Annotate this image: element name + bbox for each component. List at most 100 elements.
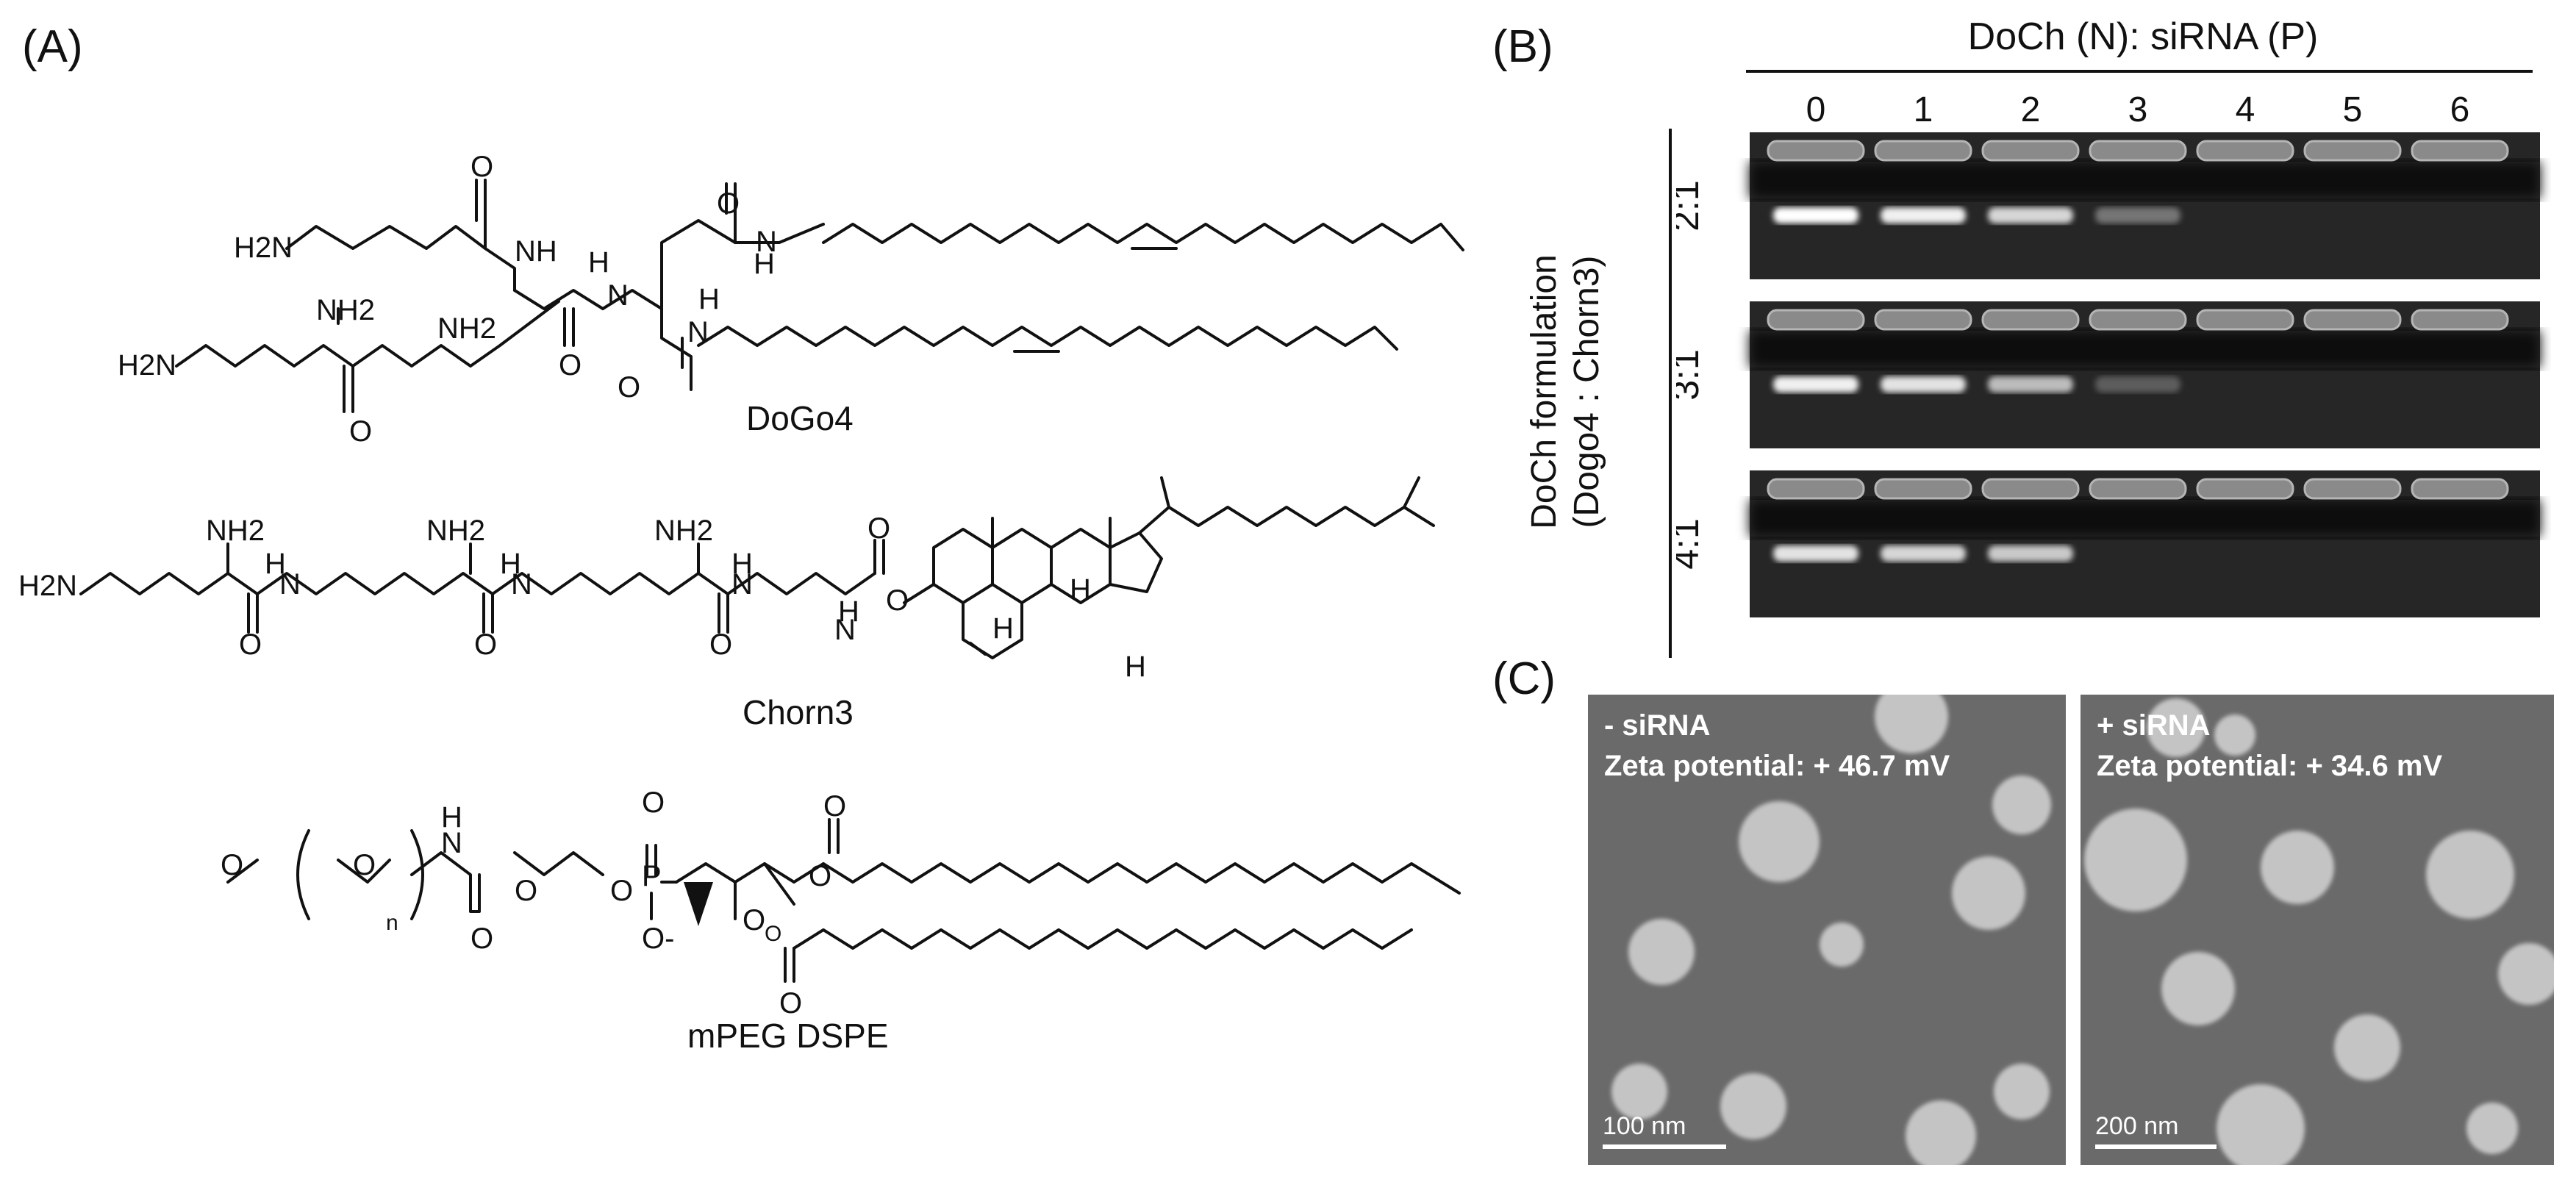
tem-particle	[2426, 831, 2514, 919]
tem-minus-zeta: Zeta potential: + 46.7 mV	[1604, 750, 1950, 782]
dogo4-label-14: O	[349, 415, 372, 448]
gel-ratio-label-6: 6	[2450, 90, 2470, 129]
dogo4-backbone-1	[285, 219, 487, 250]
chorn3-label-15: O	[867, 512, 890, 545]
gel-well	[2196, 478, 2294, 500]
chorn3-label-18: H	[992, 612, 1014, 645]
dogo4-label-10: H	[754, 248, 775, 280]
dogo4-label-6: N	[607, 279, 629, 312]
gel-row-label: 4:1	[1676, 518, 1706, 570]
mpeg-label-13: O	[743, 904, 765, 936]
gel-well	[1981, 140, 2080, 162]
tem-particle	[2147, 698, 2205, 757]
gel-well	[2303, 140, 2402, 162]
gel-row: 2:1	[1676, 132, 2540, 279]
gel-well	[1981, 478, 2080, 500]
dogo4-label-4: NH	[515, 235, 557, 268]
gel-dark-zone	[1750, 162, 2540, 198]
chorn3-label-0: H2N	[18, 570, 77, 602]
tem-minus-scale-bar	[1603, 1144, 1726, 1149]
dogo4-label-2: H2N	[118, 349, 176, 381]
tem-particle	[2261, 831, 2334, 904]
chorn3-label-17: H	[1070, 573, 1091, 606]
gel-well	[1767, 309, 1865, 331]
dogo4-label-13: O	[717, 187, 740, 220]
mpeg-name: mPEG DSPE	[687, 1017, 889, 1055]
chorn3-label-8: H	[731, 548, 753, 580]
gel-well	[2411, 140, 2509, 162]
dogo4-label-3: NH2	[316, 294, 375, 326]
gel-dark-zone	[1750, 331, 2540, 368]
mpeg-label-1: O	[353, 849, 376, 881]
chorn3-label-7: N	[511, 568, 532, 601]
gel-row: 4:1	[1676, 470, 2540, 617]
dogo4-label-11: O	[471, 151, 493, 183]
chorn3-label-13: O	[474, 628, 497, 661]
dogo4-label-1: NH2	[437, 312, 496, 345]
mpeg-label-8: O	[642, 787, 665, 819]
chorn3-label-3: NH2	[654, 515, 713, 547]
gel-well	[2089, 478, 2187, 500]
tem-plus-scale-bar	[2095, 1144, 2217, 1149]
gel-well	[2089, 140, 2187, 162]
gel-ratio-label-2: 2	[2021, 90, 2041, 129]
gel-sirna-band	[1881, 207, 1966, 223]
gel-ratio-label-5: 5	[2343, 90, 2363, 129]
gel-well	[2196, 309, 2294, 331]
panel-b-label: (B)	[1492, 21, 1553, 72]
chorn3-label-2: NH2	[426, 515, 485, 547]
gel-well	[1767, 478, 1865, 500]
tem-minus-title: - siRNA	[1604, 709, 1711, 742]
chorn3-label-12: O	[239, 628, 262, 661]
gel-row-label: 2:1	[1676, 180, 1706, 232]
gel-well	[1874, 478, 1972, 500]
chorn3-name: Chorn3	[743, 693, 854, 731]
gel-sirna-band	[1988, 207, 2073, 223]
tem-particles-minus	[1611, 695, 2051, 1165]
gel-ratio-label-1: 1	[1914, 90, 1933, 129]
tem-particle	[2334, 1014, 2400, 1081]
gel-well	[2411, 478, 2509, 500]
mpeg-label-4: N	[441, 827, 462, 859]
chorn3-label-5: N	[279, 568, 301, 601]
chemical-structures: H2N NH2 H2N NH2 NH H N H N N H O O O O O…	[18, 151, 1464, 1055]
dogo4-label-8: N	[687, 316, 709, 348]
gel-row-rule	[1669, 129, 1672, 658]
gel-dark-zone	[1750, 500, 2540, 537]
mpeg-label-11: O	[809, 860, 831, 892]
dogo4-label-5: H	[588, 246, 609, 279]
mpeg-label-9: O	[610, 875, 633, 907]
gel-ratio-label-0: 0	[1806, 90, 1826, 129]
gel-well	[2303, 309, 2402, 331]
chorn3-label-14: O	[709, 628, 732, 661]
mpeg-label-10: O-	[642, 922, 674, 955]
dogo4-label-0: H2N	[234, 232, 293, 264]
tem-minus-scale-text: 100 nm	[1603, 1112, 1686, 1140]
dogo4-label-12: O	[559, 349, 582, 381]
tem-particle	[2466, 1103, 2518, 1154]
gel-sirna-band	[1988, 545, 2073, 562]
tem-particle	[1611, 1064, 1667, 1119]
mpeg-label-7: P	[642, 860, 662, 892]
dogo4-label-7: H	[698, 283, 720, 315]
gel-header: DoCh (N): siRNA (P)	[1967, 15, 2319, 58]
chorn3-label-4: H	[265, 548, 286, 580]
gel-sirna-band	[2095, 207, 2180, 223]
mpeg-label-12: O	[823, 790, 846, 823]
gel-well	[2303, 478, 2402, 500]
tem-particle	[2498, 943, 2554, 1005]
chorn3-label-10: H	[838, 595, 859, 628]
dogo4-name: DoGo4	[746, 399, 854, 437]
tem-particle	[1820, 922, 1864, 967]
tem-particle	[1628, 919, 1695, 985]
chorn3-label-9: N	[731, 568, 753, 601]
gel-sirna-band	[1881, 545, 1966, 562]
tem-image-plus: + siRNA Zeta potential: + 34.6 mV 200 nm	[2081, 695, 2554, 1165]
mpeg-label-6: O	[515, 875, 537, 907]
tem-particle	[1720, 1073, 1786, 1139]
gel-row-axis-line-1: DoCh formulation	[1525, 254, 1564, 529]
chorn3-label-19: H	[1125, 651, 1146, 683]
mpeg-label-15: O	[765, 922, 781, 946]
gel-sirna-band	[2095, 376, 2180, 393]
